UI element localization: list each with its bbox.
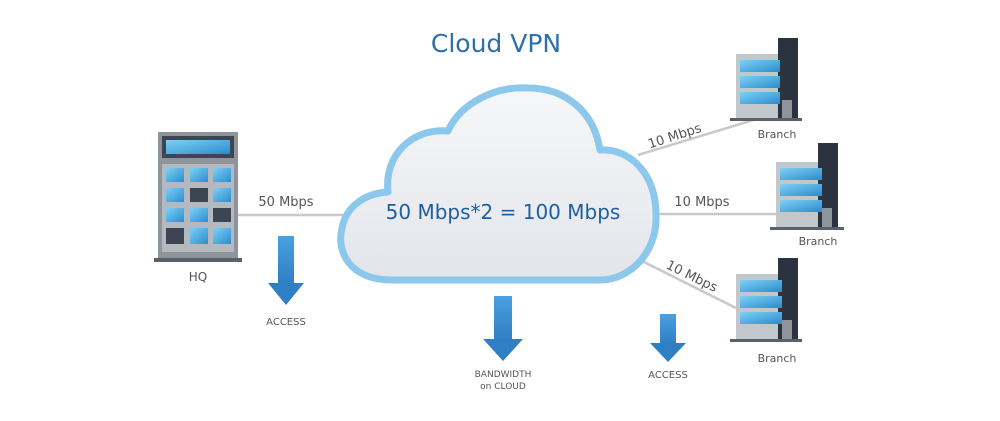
bandwidth-label-line2: on CLOUD: [480, 382, 526, 392]
hq-access-arrow-icon: [268, 236, 304, 305]
branch-access-label: ACCESS: [648, 370, 688, 381]
network-links: [238, 116, 778, 312]
branch-1-link-speed: 10 Mbps: [646, 121, 703, 152]
cloud-shape: [337, 84, 660, 284]
branch-3-label: Branch: [758, 352, 797, 365]
hq-building-icon: [154, 132, 242, 262]
branch-2-building-icon: [770, 143, 844, 230]
diagram-title: Cloud VPN: [431, 29, 561, 58]
bandwidth-label-line1: BANDWIDTH: [475, 370, 532, 380]
branch-3-link-line: [639, 258, 741, 312]
hq-label: HQ: [189, 270, 207, 284]
branch-1-building-icon: [730, 38, 802, 121]
cloud-bandwidth-label: 50 Mbps*2 = 100 Mbps: [386, 200, 621, 224]
branch-1-label: Branch: [758, 128, 797, 141]
branch-1-link-line: [637, 116, 761, 157]
branch-2-label: Branch: [799, 235, 838, 248]
hq-link-speed: 50 Mbps: [258, 195, 313, 210]
branch-access-arrow-icon: [650, 314, 686, 362]
bandwidth-arrow-icon: [483, 296, 523, 361]
branch-3-building-icon: [730, 258, 802, 342]
branch-2-link-speed: 10 Mbps: [674, 195, 729, 210]
hq-access-label: ACCESS: [266, 317, 306, 328]
